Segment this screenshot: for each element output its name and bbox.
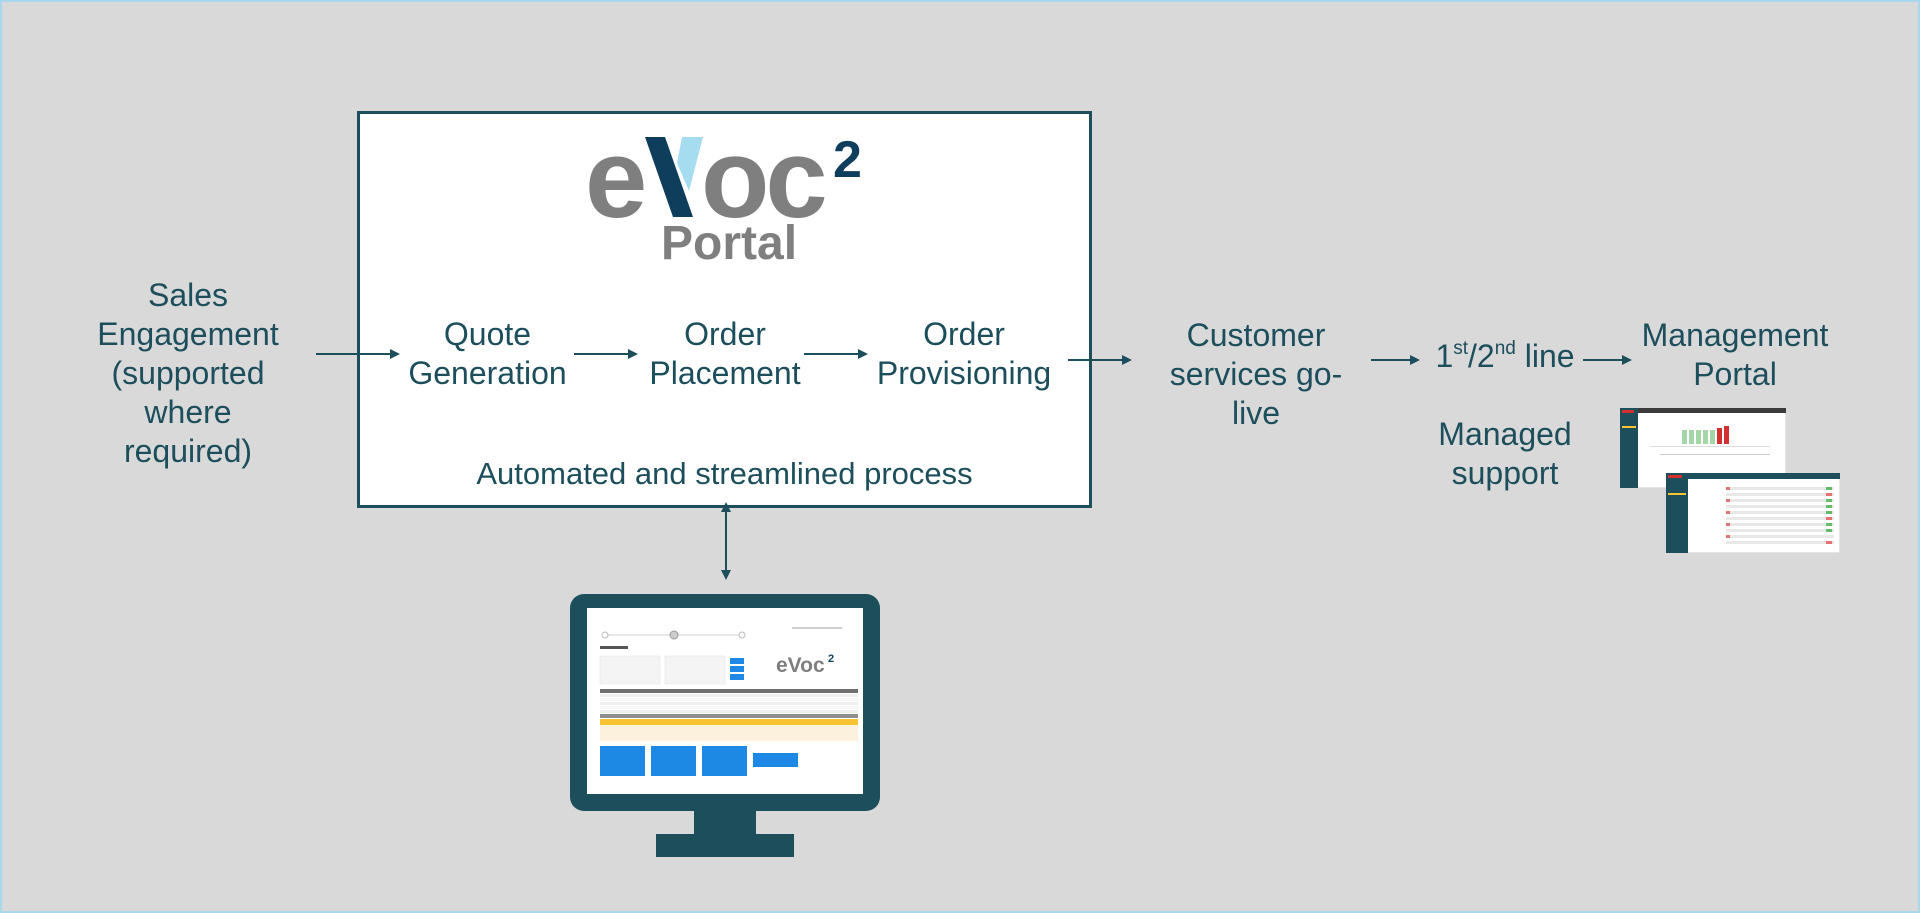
monitor-illustration: eVoc 2 <box>570 594 880 857</box>
monitor-tile-3 <box>702 746 747 776</box>
evoc-logo-graphic: e oc 2 <box>585 116 862 241</box>
stage-sales-engagement: Sales Engagement (supported where requir… <box>97 277 279 469</box>
monitor-tile-1 <box>600 746 645 776</box>
evoc-portal-logo: e oc 2 Portal <box>585 116 865 270</box>
support-line-number-2: /2 <box>1468 338 1495 374</box>
stage-quote-generation: Quote Generation <box>408 316 567 391</box>
monitor-base <box>656 834 794 857</box>
stage-order-provisioning: Order Provisioning <box>876 316 1052 391</box>
support-sup-nd: nd <box>1494 338 1516 359</box>
management-dashboard-screenshot-2 <box>1666 473 1840 553</box>
logo-v-dark-stroke <box>645 137 693 217</box>
logo-letter-e: e <box>585 125 647 235</box>
monitor-tile-4 <box>753 753 798 767</box>
portal-caption: Automated and streamlined process <box>476 456 973 491</box>
monitor-logo-text: eVoc <box>776 654 825 677</box>
logo-letters-oc: oc <box>701 125 825 235</box>
logo-v-light-stroke <box>677 137 703 191</box>
support-managed-label: Managed support <box>1438 416 1572 491</box>
support-sup-st: st <box>1453 338 1469 359</box>
support-line-number-1: 1 <box>1435 338 1454 374</box>
monitor-tile-2 <box>651 746 696 776</box>
stage-managed-support: 1st/2nd line Managed support <box>1405 298 1605 493</box>
monitor-logo-superscript: 2 <box>828 653 834 665</box>
stage-customer-go-live: Customer services go- live <box>1169 317 1343 431</box>
logo-portal-label: Portal <box>661 217 798 270</box>
stage-order-placement: Order Placement <box>649 316 801 391</box>
support-line-word: line <box>1515 338 1575 374</box>
logo-superscript: 2 <box>833 131 862 189</box>
stage-management-portal: Management Portal <box>1641 317 1829 392</box>
